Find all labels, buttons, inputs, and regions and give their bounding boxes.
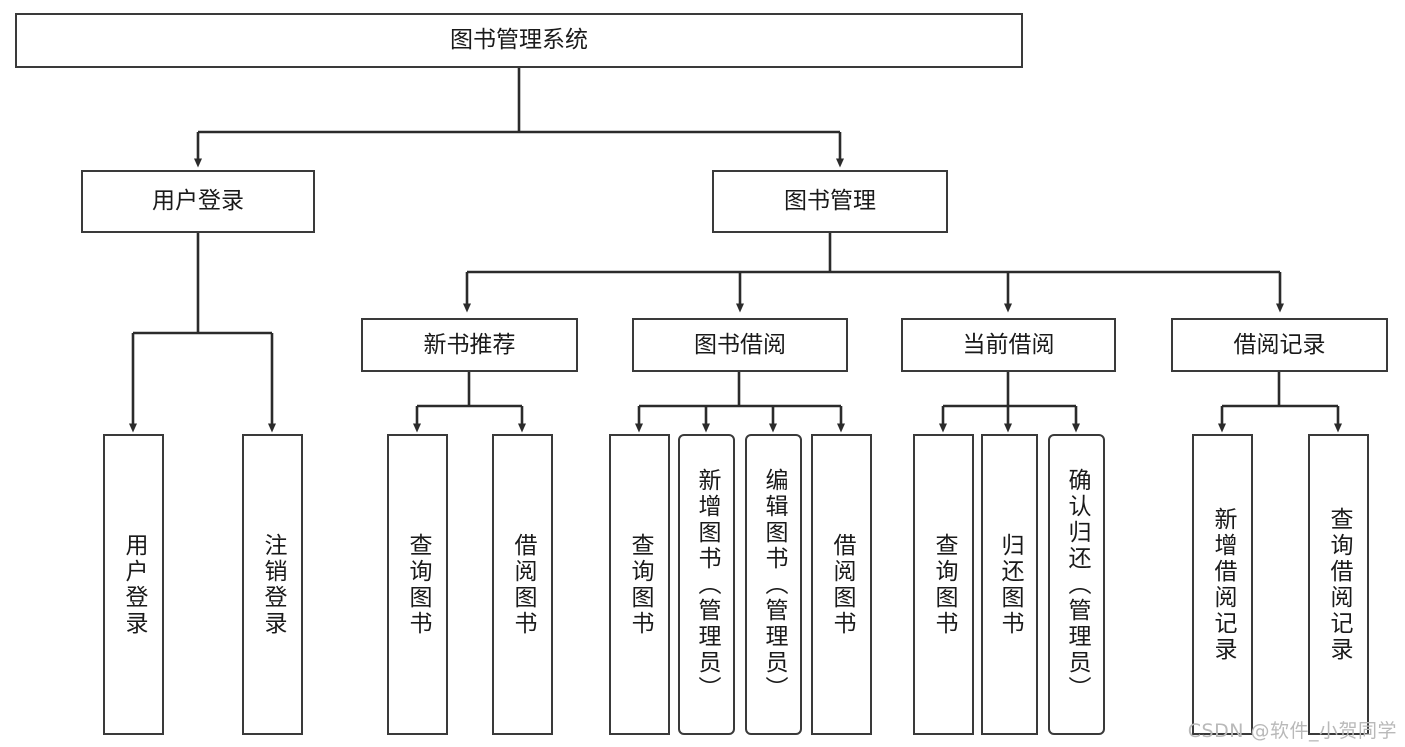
- leaf-edit-book-admin[interactable]: 编辑图书（管理员）: [745, 434, 802, 735]
- node-new-book-recommend[interactable]: 新书推荐: [361, 318, 578, 372]
- node-label: 确认归还（管理员）: [1064, 467, 1090, 702]
- node-user-login[interactable]: 用户登录: [81, 170, 315, 233]
- node-borrow-records[interactable]: 借阅记录: [1171, 318, 1388, 372]
- csdn-watermark: CSDN @软件_小贺同学: [1187, 720, 1397, 742]
- node-label: 编辑图书（管理员）: [761, 467, 787, 702]
- node-label: 图书管理系统: [450, 27, 588, 54]
- node-label: 借阅记录: [1233, 331, 1326, 358]
- node-label: 新增图书（管理员）: [694, 467, 720, 702]
- node-label: 借阅图书: [829, 532, 855, 637]
- leaf-query-book-recommend[interactable]: 查询图书: [387, 434, 448, 735]
- node-book-borrow[interactable]: 图书借阅: [632, 318, 848, 372]
- node-label: 新书推荐: [423, 331, 516, 358]
- node-label: 查询图书: [627, 532, 653, 637]
- node-label: 归还图书: [997, 532, 1023, 637]
- node-label: 图书借阅: [694, 331, 786, 358]
- node-label: 查询图书: [931, 532, 957, 637]
- leaf-return-book[interactable]: 归还图书: [981, 434, 1038, 735]
- node-label: 注销登录: [260, 532, 286, 637]
- leaf-confirm-return-admin[interactable]: 确认归还（管理员）: [1048, 434, 1105, 735]
- leaf-user-login[interactable]: 用户登录: [103, 434, 164, 735]
- node-label: 查询图书: [405, 532, 431, 637]
- node-current-borrow[interactable]: 当前借阅: [901, 318, 1116, 372]
- leaf-query-book-borrow[interactable]: 查询图书: [609, 434, 670, 735]
- leaf-add-book-admin[interactable]: 新增图书（管理员）: [678, 434, 735, 735]
- leaf-add-borrow-record[interactable]: 新增借阅记录: [1192, 434, 1253, 735]
- leaf-query-borrow-record[interactable]: 查询借阅记录: [1308, 434, 1369, 735]
- node-root-system[interactable]: 图书管理系统: [15, 13, 1023, 68]
- node-book-management[interactable]: 图书管理: [712, 170, 948, 233]
- node-label: 用户登录: [121, 532, 147, 637]
- leaf-borrow-book[interactable]: 借阅图书: [811, 434, 872, 735]
- node-label: 借阅图书: [510, 532, 536, 637]
- node-label: 用户登录: [152, 188, 244, 215]
- node-label: 图书管理: [784, 188, 876, 215]
- leaf-query-book-current[interactable]: 查询图书: [913, 434, 974, 735]
- node-label: 新增借阅记录: [1210, 506, 1236, 663]
- leaf-logout[interactable]: 注销登录: [242, 434, 303, 735]
- node-label: 当前借阅: [962, 331, 1055, 358]
- node-label: 查询借阅记录: [1326, 506, 1352, 663]
- leaf-borrow-book-recommend[interactable]: 借阅图书: [492, 434, 553, 735]
